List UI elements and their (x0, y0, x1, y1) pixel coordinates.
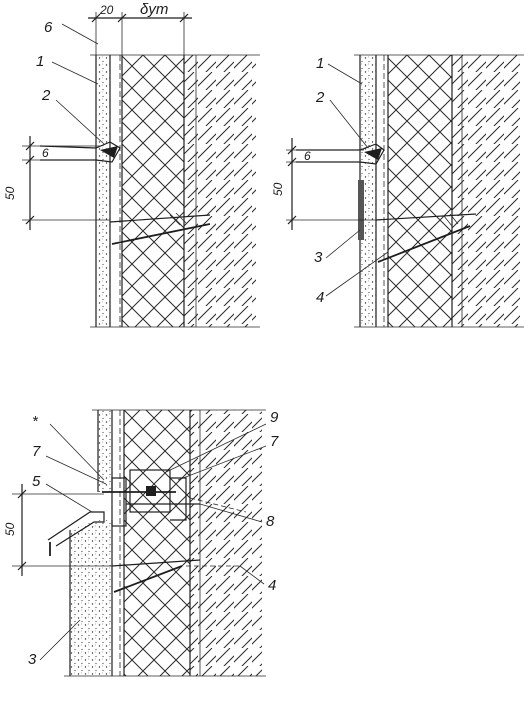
dim-insulation: δут (140, 1, 168, 18)
masonry-wall (452, 55, 520, 327)
plaster-layer (360, 55, 376, 327)
plaster-layer (96, 55, 110, 327)
insulation-layer (124, 410, 190, 676)
label-9: 9 (270, 409, 279, 426)
label-4: 4 (268, 577, 276, 594)
support-strip (358, 180, 364, 240)
label-2: 2 (315, 89, 325, 106)
label-7-right: 7 (270, 433, 279, 450)
label-3: 3 (314, 249, 323, 266)
dim-gap-20: 20 (99, 3, 114, 17)
masonry-wall (184, 55, 256, 327)
label-3: 3 (28, 651, 37, 668)
plaster-layer-lower (70, 520, 98, 676)
label-1: 1 (316, 55, 324, 72)
dim-50: 50 (3, 186, 17, 200)
detail-a: 20 δут 6 50 6 1 2 (3, 1, 260, 328)
dim-6: 6 (304, 149, 311, 163)
label-8: 8 (266, 513, 275, 530)
label-6: 6 (44, 19, 53, 36)
label-2: 2 (41, 87, 51, 104)
label-1: 1 (36, 53, 44, 70)
detail-c: 50 * 7 5 9 7 8 4 3 (3, 409, 279, 677)
insulation-layer (122, 55, 184, 327)
detail-b: 6 50 1 2 3 4 (271, 54, 524, 328)
label-5: 5 (32, 473, 41, 490)
insulation-layer (388, 55, 452, 327)
label-star: * (32, 413, 39, 430)
dim-50: 50 (271, 182, 285, 196)
dim-50: 50 (3, 522, 17, 536)
label-4: 4 (316, 289, 324, 306)
plaster-layer-upper (98, 410, 112, 492)
label-7-left: 7 (32, 443, 41, 460)
masonry-wall (190, 410, 262, 676)
dim-6: 6 (42, 146, 49, 160)
